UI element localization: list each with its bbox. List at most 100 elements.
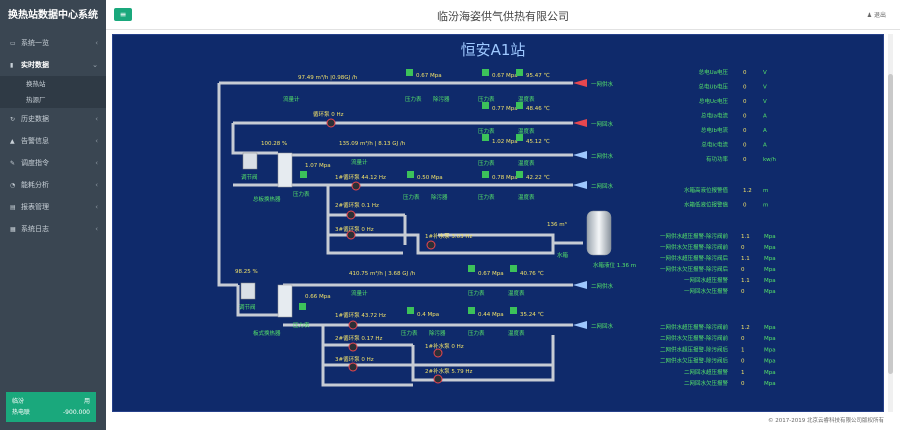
edit-icon: ✎ xyxy=(10,160,16,167)
history-icon: ↻ xyxy=(10,116,16,123)
pump-icon xyxy=(433,348,443,358)
sidebar-item-dispatch[interactable]: ✎调度指令‹ xyxy=(0,152,106,174)
pump-icon xyxy=(348,362,358,372)
scrollbar-thumb[interactable] xyxy=(888,74,893,374)
press3-label: 压力表 xyxy=(478,127,495,135)
chevron-left-icon: ‹ xyxy=(95,225,98,233)
scrollbar[interactable] xyxy=(888,34,893,412)
metric-name: 总电Ia电流 xyxy=(701,112,728,120)
metric-value: 0 xyxy=(743,203,747,209)
pressure-gauge-icon xyxy=(299,303,306,310)
flow1-value: 97.49 m³/h |0.98GJ /h xyxy=(298,74,358,81)
press4-label: 压力表 xyxy=(478,159,495,167)
supply1-label: 一网供水 xyxy=(591,80,614,88)
metric-value: 1.1 xyxy=(741,234,750,240)
logout-button[interactable]: ♟ 退出 xyxy=(867,10,886,19)
press5-label-a: 压力表 xyxy=(293,190,310,198)
supply-arrow-icon xyxy=(573,79,587,87)
ex1-label: 总板换热器 xyxy=(253,195,281,203)
p4-value: 1.02 Mpa xyxy=(492,139,518,145)
thermometer-icon xyxy=(516,171,523,178)
pump-icon xyxy=(346,210,356,220)
p6-value: 0.78 Mpa xyxy=(492,175,518,181)
flow3-value: 410.75 m³/h | 3.68 GJ /h xyxy=(349,270,416,277)
pump2-2: 2#循环泵 0.17 Hz xyxy=(335,334,382,342)
metric-unit: A xyxy=(763,128,767,134)
monitor-icon: ▭ xyxy=(10,40,16,47)
metric-unit: Mpa xyxy=(764,325,776,331)
pump-hz: 循环泵 0 Hz xyxy=(313,110,344,118)
dirt2-label: 除污器 xyxy=(431,193,448,201)
pressure-gauge-icon xyxy=(468,307,475,314)
user-icon: ♟ xyxy=(866,12,874,19)
pump-icon xyxy=(433,374,443,384)
sidebar-item-overview[interactable]: ▭系统一览‹ xyxy=(0,32,106,54)
sidebar-subitem-station[interactable]: 换热站 xyxy=(0,76,106,92)
sidebar-item-realtime[interactable]: ▮实时数据⌄ xyxy=(0,54,106,76)
table-icon: ▤ xyxy=(10,204,16,211)
temp1-label: 温度表 xyxy=(518,95,535,103)
metric-name: 总电Uc电压 xyxy=(699,97,729,105)
press5-label: 压力表 xyxy=(403,193,420,201)
sidebar-item-label: 系统日志 xyxy=(21,225,49,233)
user-value: 用 xyxy=(83,398,90,405)
metric-value: 0 xyxy=(741,359,745,365)
menu-toggle-button[interactable]: ≡ xyxy=(114,8,132,21)
sidebar-subitem-heat-source[interactable]: 热源厂 xyxy=(0,92,106,108)
pressure-gauge-icon xyxy=(406,69,413,76)
water-tank-icon xyxy=(586,210,612,256)
metric-value: 0 xyxy=(743,143,747,149)
station-title: 恒安A1站 xyxy=(461,41,526,59)
log-icon: ▦ xyxy=(10,226,16,233)
company-title: 临汾海姿供气供热有限公司 xyxy=(437,10,569,23)
tank-volume: 136 m³ xyxy=(547,221,567,228)
sidebar-item-report[interactable]: ▤报表管理‹ xyxy=(0,196,106,218)
metric-name: 总电Ic电流 xyxy=(701,141,728,149)
sidebar-item-energy[interactable]: ◔能耗分析‹ xyxy=(0,174,106,196)
t2-value: 48.46 ℃ xyxy=(526,105,550,112)
supply3-label: 二网供水 xyxy=(591,282,614,290)
flowmeter2-label: 流量计 xyxy=(351,158,368,166)
return2-label: 二网回水 xyxy=(591,182,614,190)
sidebar-item-log[interactable]: ▦ 系统日志 ‹ xyxy=(0,218,106,240)
regulating-valve-icon xyxy=(242,152,258,170)
chevron-left-icon: ‹ xyxy=(95,181,98,189)
metric-value: 1.2 xyxy=(741,325,750,331)
metric-unit: A xyxy=(763,114,767,120)
pump-icon xyxy=(326,118,336,128)
heat-label: 热电联 xyxy=(12,409,31,416)
pressure-gauge-icon xyxy=(482,134,489,141)
temp4-label: 温度表 xyxy=(518,193,535,201)
metric-name: 一网供水欠压报警-除污阀前 xyxy=(660,243,728,251)
metric-unit: V xyxy=(763,99,767,105)
thermometer-icon xyxy=(516,102,523,109)
metric-unit: Mpa xyxy=(764,234,776,240)
metric-name: 总电Ub电压 xyxy=(698,83,728,91)
metric-name: 一网回水超压报警 xyxy=(684,276,729,284)
temp6-label: 温度表 xyxy=(508,329,525,337)
valve1-label: 调节阀 xyxy=(241,173,258,181)
user-info-box: 临汾用 热电联-900.000 xyxy=(6,392,96,422)
metric-unit: Mpa xyxy=(764,289,776,295)
press7-label: 压力表 xyxy=(468,289,485,297)
sidebar-item-history[interactable]: ↻历史数据‹ xyxy=(0,108,106,130)
sidebar-item-label: 历史数据 xyxy=(21,115,49,123)
pie-chart-icon: ◔ xyxy=(10,182,16,189)
metric-name: 二网供水欠压报警-除污阀前 xyxy=(660,334,728,342)
metric-name: 水箱低液位报警值 xyxy=(684,201,729,209)
metric-value: 0 xyxy=(743,99,747,105)
metric-value: 0 xyxy=(741,267,745,273)
metric-unit: Mpa xyxy=(764,256,776,262)
flowmeter3-label: 流量计 xyxy=(351,289,368,297)
metric-name: 二网回水超压报警 xyxy=(684,368,729,376)
metric-value: 1.1 xyxy=(741,278,750,284)
metric-name: 二网供水超压报警-除污阀后 xyxy=(660,345,728,353)
p10-value: 0.44 Mpa xyxy=(478,312,504,318)
sidebar-item-alarm[interactable]: ▲告警信息‹ xyxy=(0,130,106,152)
thermometer-icon xyxy=(510,265,517,272)
return1-label: 一网回水 xyxy=(591,120,614,128)
metric-value: 0 xyxy=(743,128,747,134)
metric-name: 二网供水欠压报警-除污阀后 xyxy=(660,357,728,365)
sidebar-item-label: 报表管理 xyxy=(21,203,49,211)
press2-label: 压力表 xyxy=(478,95,495,103)
